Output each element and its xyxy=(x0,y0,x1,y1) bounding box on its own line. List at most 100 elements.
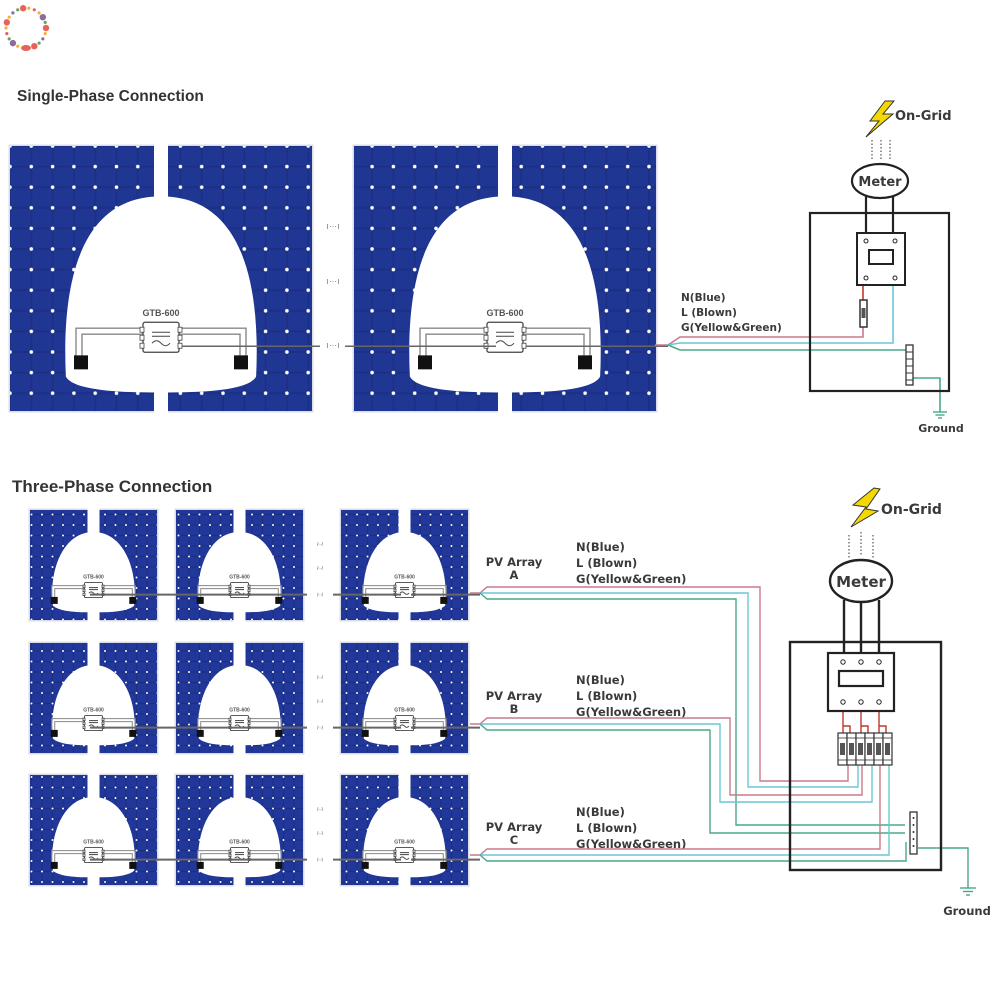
single-phase-grid-lines xyxy=(871,140,891,160)
wire-live xyxy=(655,325,864,346)
three-phase-title: Three-Phase Connection xyxy=(12,477,212,496)
junction-box xyxy=(578,355,592,370)
solar-panel-pair: GTB-600 xyxy=(8,144,314,413)
continuation-mark: ≀·≀ xyxy=(317,593,324,599)
wreath-flower xyxy=(7,15,11,19)
junction-box xyxy=(275,729,283,737)
solar-panel-pair: GTB-600 xyxy=(174,773,305,887)
panel-cutout xyxy=(198,532,281,622)
solar-panel-pair: GTB-600 xyxy=(28,641,159,755)
panel-cutout xyxy=(363,665,446,755)
solar-panel-pair: GTB-600 xyxy=(339,773,470,887)
single-phase-distribution-box xyxy=(808,195,951,393)
wreath-flower xyxy=(41,37,45,41)
continuation-mark: ≀·≀ xyxy=(317,726,324,732)
array-a-letter: A xyxy=(510,568,519,582)
panel-cutout xyxy=(198,665,281,755)
wire-label-neutral: N(Blue) xyxy=(681,292,726,304)
array-b-wire-neutral: N(Blue) xyxy=(576,673,625,687)
solar-panel-pair: GTB-600 xyxy=(339,508,470,622)
inverter-model-label: GTB-600 xyxy=(394,575,415,581)
junction-box xyxy=(129,596,137,604)
wreath-flower xyxy=(19,5,27,12)
junction-box xyxy=(361,596,369,604)
panel-cutout xyxy=(52,532,135,622)
wreath-flower xyxy=(43,20,47,24)
wreath-flower xyxy=(9,39,17,47)
wire-earth xyxy=(918,847,969,888)
wreath-flower xyxy=(21,45,31,51)
panel-gap xyxy=(87,508,100,536)
three-phase-wires xyxy=(470,586,969,888)
array-b-wire-ground: G(Yellow&Green) xyxy=(576,705,686,719)
circuit-breaker-icon xyxy=(882,732,893,766)
array-b-letter: B xyxy=(510,702,519,716)
array-c-wire-ground xyxy=(479,842,907,862)
three-phase-meter: Meter xyxy=(828,558,894,604)
ground-symbol-icon xyxy=(933,411,947,419)
panel-gap xyxy=(87,641,100,669)
inverter-model-label: GTB-600 xyxy=(394,840,415,846)
junction-box xyxy=(196,729,204,737)
circuit-breaker-bank xyxy=(837,732,893,766)
inverter-model-label: GTB-600 xyxy=(394,708,415,714)
continuation-mark: ≀···≀ xyxy=(326,341,340,350)
continuation-mark: ≀·≀ xyxy=(317,699,324,705)
continuation-mark: ≀···≀ xyxy=(326,222,340,231)
single-phase-wires xyxy=(655,285,941,412)
circuit-breaker-icon xyxy=(837,732,848,766)
panel-gap xyxy=(233,773,246,801)
wire-earth xyxy=(912,377,941,412)
wire-ground xyxy=(667,344,909,368)
circuit-breaker-icon xyxy=(864,732,875,766)
wreath-flower xyxy=(16,8,20,12)
array-a-wire-neutral xyxy=(480,592,859,788)
wreath-flower xyxy=(11,11,15,15)
junction-box xyxy=(361,729,369,737)
junction-box xyxy=(440,729,448,737)
panel-cutout xyxy=(65,196,257,413)
array-a-wire-live xyxy=(470,586,849,782)
junction-box xyxy=(275,861,283,869)
ground-symbol-icon xyxy=(960,887,976,896)
wreath-flower xyxy=(32,8,36,12)
circuit-breaker-icon xyxy=(846,732,857,766)
array-c-wire-ground: G(Yellow&Green) xyxy=(576,837,686,851)
array-b-wire-live: L (Blown) xyxy=(576,689,637,703)
single-phase-title: Single-Phase Connection xyxy=(17,88,204,105)
array-a-wire-ground xyxy=(479,592,905,826)
panel-cutout xyxy=(363,532,446,622)
array-c-wire-live xyxy=(470,765,881,856)
junction-box xyxy=(275,596,283,604)
wreath-flower xyxy=(5,32,9,36)
ground-bus-bar xyxy=(909,811,918,855)
junction-box xyxy=(196,861,204,869)
meter-label: Meter xyxy=(836,573,886,591)
wreath-flower xyxy=(3,19,11,26)
panel-gap xyxy=(233,508,246,536)
ground-label: Ground xyxy=(943,904,991,918)
wreath-flower xyxy=(37,11,41,15)
circuit-breaker-icon xyxy=(873,732,884,766)
three-phase-distribution-box xyxy=(788,600,943,872)
junction-box xyxy=(50,596,58,604)
panel-cutout xyxy=(52,797,135,887)
inverter-model-label: GTB-600 xyxy=(83,840,104,846)
inverter-model-label: GTB-600 xyxy=(229,708,250,714)
junction-box xyxy=(440,596,448,604)
panel-gap xyxy=(87,773,100,801)
solar-panel-pair: GTB-600 xyxy=(174,508,305,622)
junction-box xyxy=(361,861,369,869)
wreath-flower xyxy=(4,26,8,30)
solar-panel-pair: GTB-600 xyxy=(352,144,658,413)
array-a-label: PV Array xyxy=(486,555,543,569)
inverter-model-label: GTB-600 xyxy=(486,308,523,318)
ground-bus-bar xyxy=(905,344,914,386)
panel-gap xyxy=(398,641,411,669)
continuation-mark: ≀·≀ xyxy=(317,807,324,813)
continuation-mark: ≀·≀ xyxy=(317,675,324,681)
